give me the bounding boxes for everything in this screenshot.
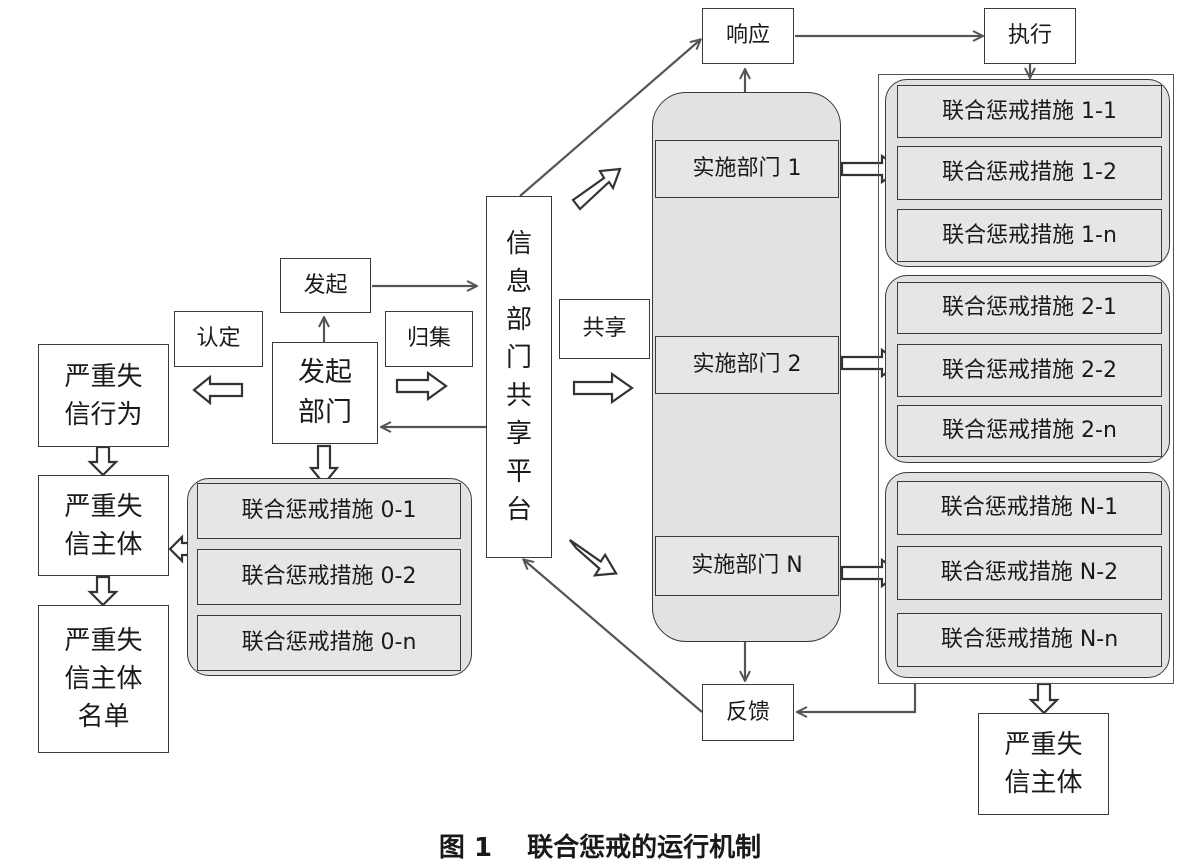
- block-arrow-subject-to-list: [87, 575, 119, 607]
- respond-label-box: 响应: [702, 8, 794, 64]
- block-arrow-behavior-to-subject: [87, 445, 119, 477]
- arrow-feedback-to-platform: [524, 560, 703, 713]
- collect-label-box: 归集: [385, 311, 473, 367]
- measure-0-n: 联合惩戒措施 0-n: [197, 615, 461, 671]
- info-sharing-platform-box: 信 息 部 门 共 享 平 台: [486, 196, 552, 558]
- all-measures-frame: [878, 74, 1174, 684]
- serious-dishonest-subject-box: 严重失 信主体: [38, 475, 169, 576]
- measure-2-1: 联合惩戒措施 2-1: [897, 282, 1162, 334]
- block-arrow-share: [572, 371, 634, 405]
- measure-0-1: 联合惩戒措施 0-1: [197, 483, 461, 539]
- serious-dishonest-behavior-box: 严重失 信行为: [38, 344, 169, 447]
- measure-2-2: 联合惩戒措施 2-2: [897, 344, 1162, 397]
- figure-caption: 图 1 联合惩戒的运行机制: [438, 833, 762, 863]
- measure-1-2: 联合惩戒措施 1-2: [897, 146, 1162, 200]
- measure-1-1: 联合惩戒措施 1-1: [897, 85, 1162, 138]
- identify-label-box: 认定: [174, 311, 263, 367]
- share-label-box: 共享: [559, 299, 650, 359]
- measure-n-1: 联合惩戒措施 N-1: [897, 481, 1162, 535]
- block-arrow-share-down: [568, 539, 618, 577]
- initiate-label-box: 发起: [280, 258, 371, 313]
- department-n: 实施部门 N: [655, 536, 839, 596]
- feedback-label-box: 反馈: [702, 684, 794, 741]
- measure-n-2: 联合惩戒措施 N-2: [897, 546, 1162, 600]
- block-arrow-to-behavior: [192, 374, 244, 406]
- measure-2-n: 联合惩戒措施 2-n: [897, 405, 1162, 457]
- block-arrow-dept-to-measures0: [308, 444, 340, 486]
- execute-label-box: 执行: [984, 8, 1076, 64]
- measure-1-n: 联合惩戒措施 1-n: [897, 209, 1162, 262]
- arrow-platform-to-respond: [519, 40, 700, 197]
- measure-0-2: 联合惩戒措施 0-2: [197, 549, 461, 605]
- department-2: 实施部门 2: [655, 336, 839, 394]
- department-1: 实施部门 1: [655, 140, 839, 198]
- block-arrow-to-subject-right: [1028, 682, 1060, 715]
- initiating-department-box: 发起 部门: [272, 342, 378, 444]
- arrow-measures-to-feedback: [798, 684, 917, 712]
- block-arrow-collect: [395, 370, 448, 402]
- serious-dishonest-list-box: 严重失 信主体 名单: [38, 605, 169, 753]
- block-arrow-share-up: [571, 167, 622, 211]
- serious-dishonest-subject-right-box: 严重失 信主体: [978, 713, 1109, 815]
- measure-n-n: 联合惩戒措施 N-n: [897, 613, 1162, 667]
